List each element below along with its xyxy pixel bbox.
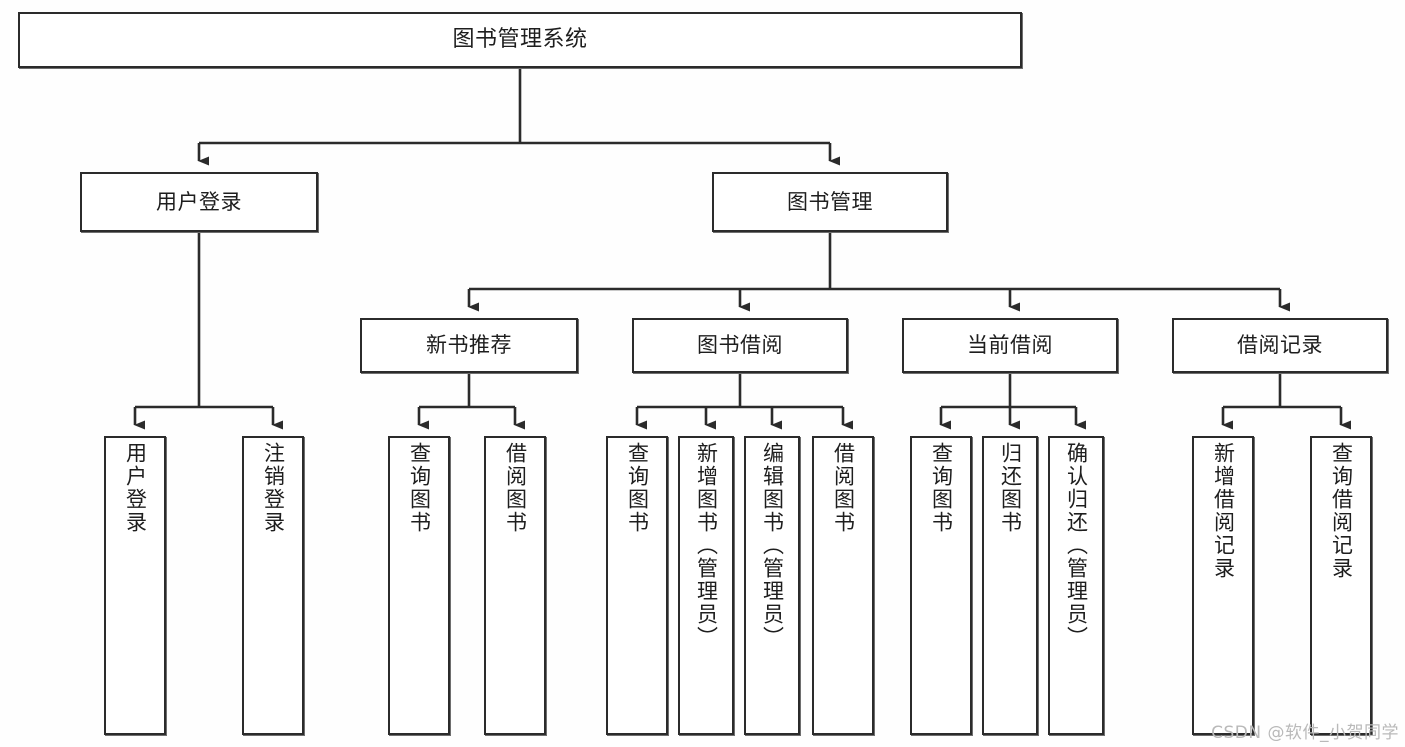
node-leaf-11[interactable]: 确认归还（管理员） <box>1048 436 1104 735</box>
node-label: 新书推荐 <box>426 333 512 358</box>
node-label: 查询图书 <box>625 442 650 534</box>
node-label: 确认归还（管理员） <box>1064 442 1089 649</box>
node-leaf-6[interactable]: 新增图书（管理员） <box>678 436 734 735</box>
node-leaf-13[interactable]: 查询借阅记录 <box>1310 436 1372 735</box>
node-label: 查询图书 <box>929 442 954 534</box>
node-label: 当前借阅 <box>967 333 1053 358</box>
node-leaf-5[interactable]: 查询图书 <box>606 436 668 735</box>
node-leaf-10[interactable]: 归还图书 <box>982 436 1038 735</box>
node-label: 用户登录 <box>156 189 242 214</box>
node-label: 图书管理 <box>787 189 873 214</box>
node-label: 查询图书 <box>407 442 432 534</box>
node-label: 新增图书（管理员） <box>694 442 719 649</box>
node-leaf-1[interactable]: 用户登录 <box>104 436 166 735</box>
node-current[interactable]: 当前借阅 <box>902 318 1118 373</box>
node-leaf-2[interactable]: 注销登录 <box>242 436 304 735</box>
node-label: 图书管理系统 <box>452 27 588 53</box>
node-label: 新增借阅记录 <box>1211 442 1236 580</box>
node-label: 查询借阅记录 <box>1329 442 1354 580</box>
node-leaf-12[interactable]: 新增借阅记录 <box>1192 436 1254 735</box>
node-label: 编辑图书（管理员） <box>760 442 785 649</box>
node-leaf-7[interactable]: 编辑图书（管理员） <box>744 436 800 735</box>
node-leaf-3[interactable]: 查询图书 <box>388 436 450 735</box>
node-label: 借阅图书 <box>503 442 528 534</box>
node-login[interactable]: 用户登录 <box>80 172 318 232</box>
node-label: 归还图书 <box>998 442 1023 534</box>
node-label: 图书借阅 <box>697 333 783 358</box>
watermark-text: CSDN @软件_小贺同学 <box>1211 723 1399 743</box>
node-label: 借阅图书 <box>831 442 856 534</box>
node-bookmgmt[interactable]: 图书管理 <box>712 172 948 232</box>
node-leaf-4[interactable]: 借阅图书 <box>484 436 546 735</box>
node-label: 注销登录 <box>261 442 286 534</box>
node-newbooks[interactable]: 新书推荐 <box>360 318 578 373</box>
node-label: 用户登录 <box>123 442 148 534</box>
node-leaf-9[interactable]: 查询图书 <box>910 436 972 735</box>
node-records[interactable]: 借阅记录 <box>1172 318 1388 373</box>
node-root[interactable]: 图书管理系统 <box>18 12 1022 68</box>
node-label: 借阅记录 <box>1237 333 1323 358</box>
node-borrow[interactable]: 图书借阅 <box>632 318 848 373</box>
node-leaf-8[interactable]: 借阅图书 <box>812 436 874 735</box>
